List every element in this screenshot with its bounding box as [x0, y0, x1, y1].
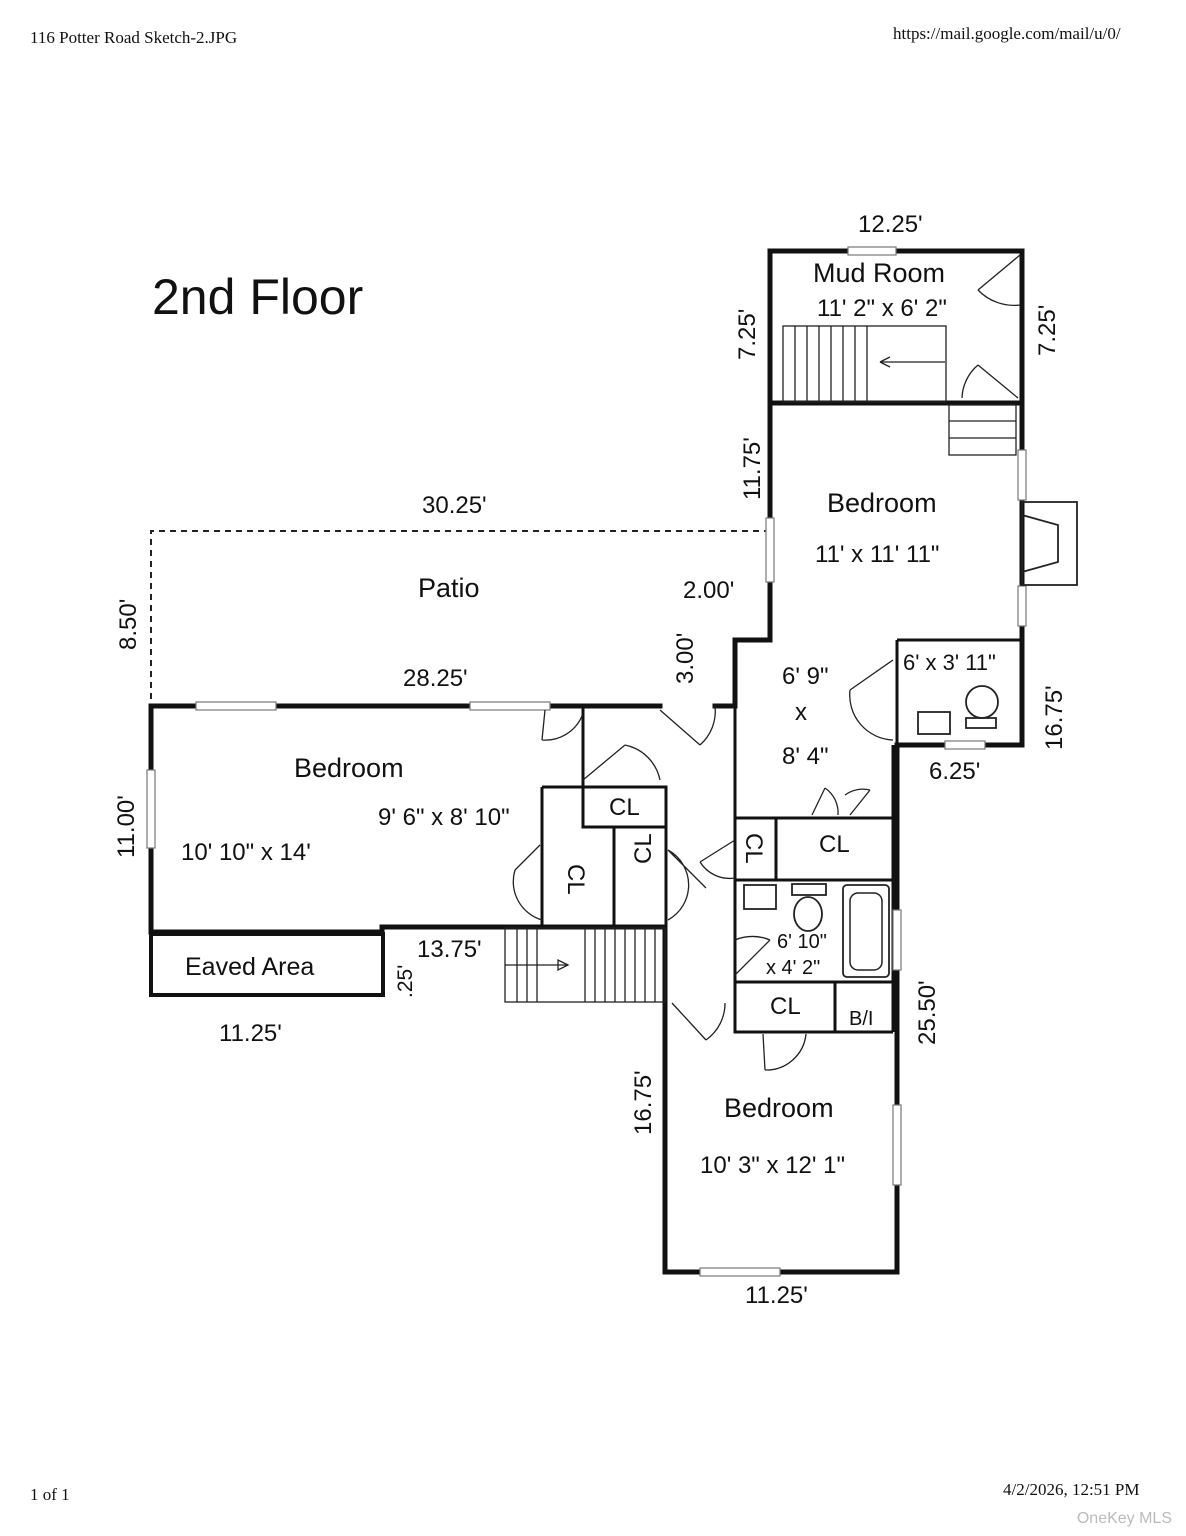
bedroom-ne-name: Bedroom — [827, 488, 937, 518]
dim-left-1675: 16.75' — [630, 1070, 657, 1135]
hall-width: 6' 9" — [782, 663, 828, 690]
window — [146, 769, 156, 849]
footer-page: 1 of 1 — [30, 1485, 70, 1504]
closet-label: CL — [609, 794, 640, 821]
bedroom-ne-size: 11' x 11' 11" — [815, 541, 939, 568]
dim-right-1675: 16.75' — [1041, 685, 1068, 750]
closet-label: CL — [740, 833, 767, 864]
window — [765, 517, 775, 583]
dim-bed-ne-left: 11.75' — [739, 437, 766, 500]
dim-mud-left: 7.25' — [734, 309, 761, 360]
bedroom-s-size: 10' 3" x 12' 1" — [700, 1152, 845, 1179]
window — [892, 1104, 902, 1186]
dim-right-2550: 25.50' — [914, 980, 941, 1045]
half-bath-fixtures — [917, 685, 999, 735]
window — [892, 909, 902, 971]
eaved-area-box — [149, 932, 385, 997]
header-url: https://mail.google.com/mail/u/0/ — [893, 24, 1121, 43]
dim-mud-right: 7.25' — [1034, 305, 1061, 356]
patio-name: Patio — [418, 573, 480, 603]
window — [469, 701, 551, 711]
mud-room-size: 11' 2" x 6' 2" — [817, 295, 947, 322]
closet-label: CL — [770, 993, 801, 1020]
bath-height: x 4' 2" — [766, 957, 820, 979]
dim-mud-top: 12.25' — [858, 211, 923, 238]
dim-eave-bottom: 11.25' — [219, 1020, 282, 1047]
bedroom-w-sub-size: 9' 6" x 8' 10" — [378, 804, 510, 831]
closet-label: CL — [819, 831, 850, 858]
eaved-area-name: Eaved Area — [185, 953, 314, 981]
hall-x: x — [795, 699, 807, 726]
built-in-label: B/I — [849, 1008, 873, 1030]
dim-patio-bottom: 28.25' — [403, 665, 468, 692]
header-filename: 116 Potter Road Sketch-2.JPG — [30, 28, 238, 47]
mud-room-name: Mud Room — [813, 258, 945, 288]
bedroom-w-size: 10' 10" x 14' — [181, 839, 311, 866]
dim-bed-s-bottom: 11.25' — [745, 1282, 808, 1309]
window — [1017, 449, 1027, 501]
dim-bed-w-left: 11.00' — [113, 795, 140, 858]
half-bath-size: 6' x 3' 11" — [903, 650, 996, 675]
bath-fixtures — [743, 883, 890, 978]
right-exterior-wall — [662, 400, 1025, 1275]
footer-timestamp: 4/2/2026, 12:51 PM — [1003, 1480, 1140, 1499]
bedroom-s-name: Bedroom — [724, 1093, 834, 1123]
window — [847, 246, 897, 256]
small-stairs — [948, 404, 1017, 456]
window — [195, 701, 277, 711]
hall-height: 8' 4" — [782, 743, 828, 770]
dim-bath-625: 6.25' — [929, 758, 980, 785]
window — [699, 1267, 781, 1277]
patio-outline — [150, 530, 770, 706]
dim-step-3: 3.00' — [672, 633, 699, 684]
center-stairs — [504, 927, 666, 1003]
closet-label: CL — [562, 864, 589, 895]
bath-width: 6' 10" — [777, 931, 827, 953]
window — [944, 740, 986, 750]
watermark: OneKey MLS — [1076, 1510, 1172, 1527]
closet-label: CL — [630, 833, 657, 864]
dim-eave-025: .25' — [394, 965, 417, 998]
fireplace-icon — [1021, 501, 1078, 586]
dim-patio-top: 30.25' — [422, 492, 487, 519]
plan-title: 2nd Floor — [152, 269, 363, 325]
dim-step-2: 2.00' — [683, 577, 734, 604]
mud-room-stairs — [782, 325, 947, 403]
window — [1017, 585, 1027, 627]
bedroom-w-name: Bedroom — [294, 753, 404, 783]
door-swings — [512, 254, 1021, 1071]
closet-top-box — [581, 785, 668, 829]
dim-stair-1375: 13.75' — [417, 936, 482, 963]
dim-patio-left: 8.50' — [115, 599, 142, 650]
